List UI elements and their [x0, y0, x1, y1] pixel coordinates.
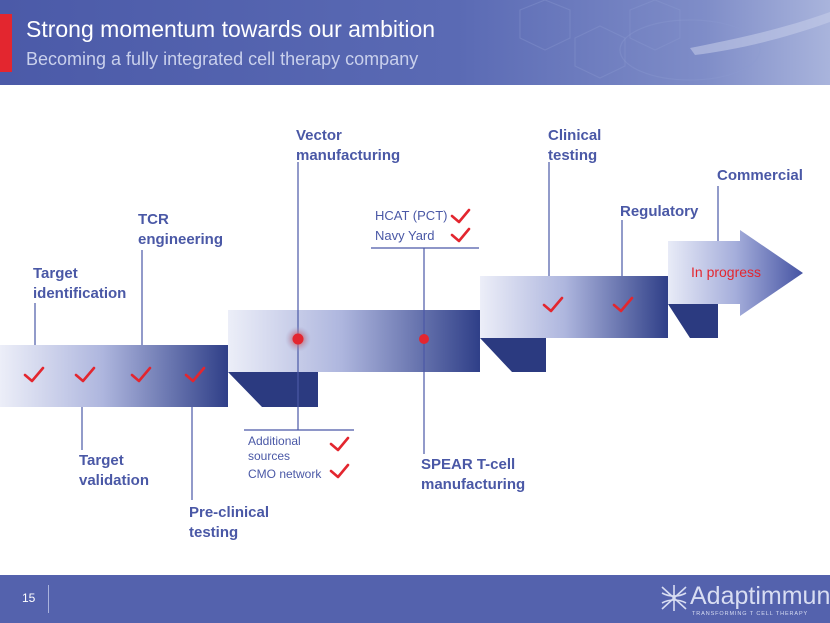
spear-progress-dot — [419, 334, 429, 344]
in-progress-label: In progress — [691, 264, 762, 280]
footer-bar: 15 Adaptimmune TRANSFORMING T CELL THERA… — [0, 575, 830, 623]
page-number: 15 — [22, 591, 36, 605]
brand-name: Adaptimmune — [690, 582, 830, 610]
page-title: Strong momentum towards our ambition — [26, 16, 436, 42]
label-target-identification: Target identification — [33, 265, 127, 302]
title-accent-bar — [0, 14, 12, 72]
check-icon — [130, 366, 152, 383]
label-spear-manufacturing: SPEAR T-cell manufacturing — [421, 456, 526, 493]
step-1 — [0, 345, 228, 407]
header-decoration — [519, 0, 830, 81]
step-3 — [480, 276, 668, 338]
check-icon — [74, 366, 96, 383]
check-icon — [329, 463, 350, 479]
step-1-shadow — [228, 372, 318, 407]
check-icon — [542, 296, 564, 313]
label-commercial: Commercial — [717, 167, 803, 184]
vector-source-cmo: CMO network — [248, 467, 322, 481]
step-2 — [228, 310, 480, 372]
label-vector-manufacturing: Vector manufacturing — [296, 127, 401, 164]
adaptimmune-logo-icon — [661, 585, 687, 611]
footer-divider — [48, 585, 49, 613]
check-icon — [612, 296, 634, 313]
header-banner: Strong momentum towards our ambition Bec… — [0, 0, 830, 85]
label-clinical-testing: Clinical testing — [548, 127, 602, 164]
check-icon — [23, 366, 45, 383]
check-icon — [329, 436, 350, 452]
label-preclinical-testing: Pre-clinical testing — [189, 504, 270, 541]
brand-tagline: TRANSFORMING T CELL THERAPY — [692, 611, 809, 617]
step-2-shadow — [480, 338, 546, 372]
commercial-arrow — [668, 230, 803, 316]
spear-site-navy-yard: Navy Yard — [375, 228, 435, 243]
label-tcr-engineering: TCR engineering — [138, 211, 224, 248]
label-target-validation: Target validation — [79, 452, 150, 489]
check-icon — [450, 227, 471, 243]
vector-progress-dot — [292, 333, 304, 345]
page-subtitle: Becoming a fully integrated cell therapy… — [26, 49, 419, 69]
vector-source-additional: Additional sources — [248, 434, 301, 463]
check-icon — [450, 208, 471, 224]
check-icon — [184, 366, 206, 383]
step-3-shadow — [668, 304, 718, 338]
staircase-diagram — [0, 162, 803, 500]
label-regulatory: Regulatory — [620, 203, 699, 220]
spear-site-hcat: HCAT (PCT) — [375, 208, 448, 223]
